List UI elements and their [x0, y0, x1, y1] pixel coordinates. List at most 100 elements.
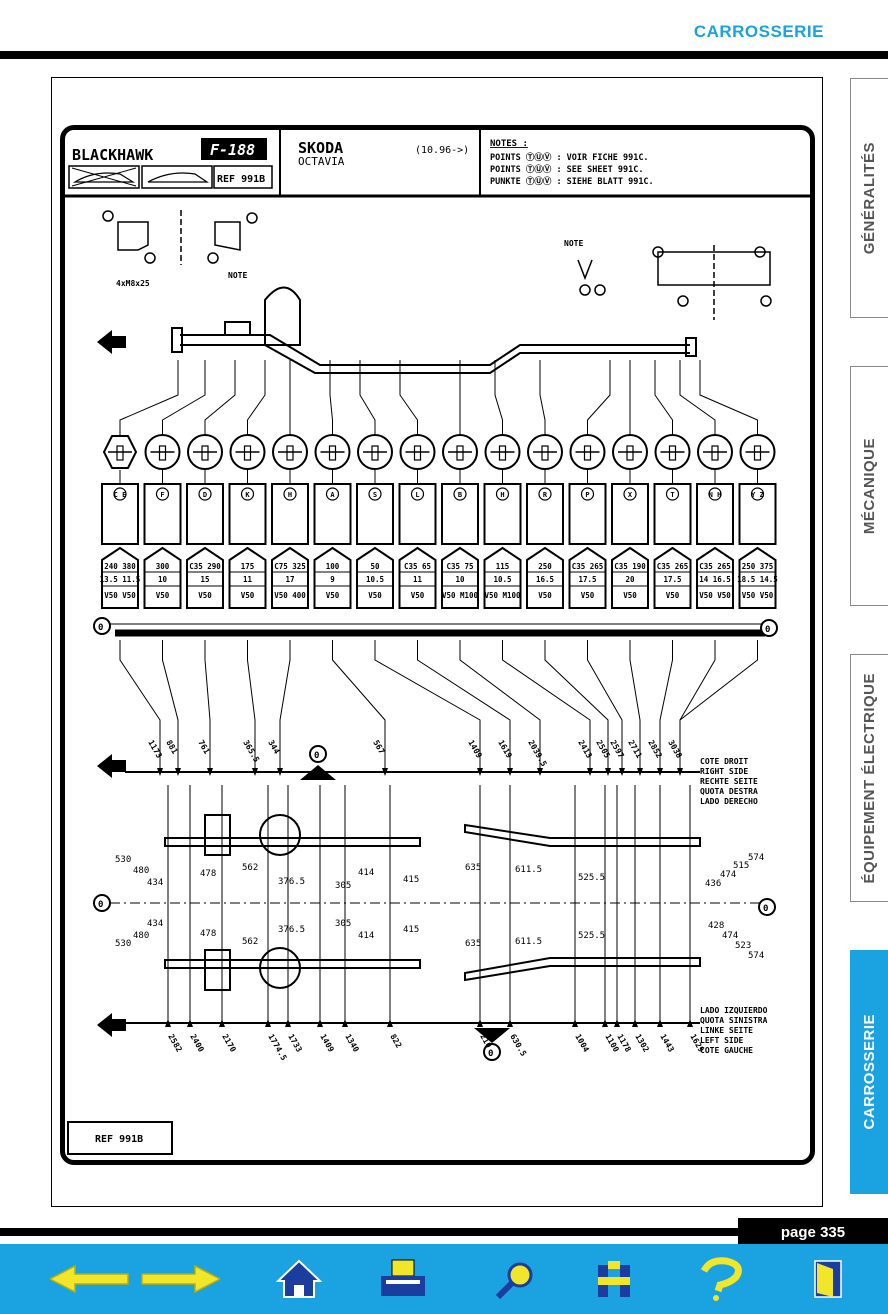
vehicle-make: SKODA — [298, 139, 343, 157]
spec-weight: 11 — [243, 575, 253, 584]
point-box: A — [313, 483, 352, 545]
top-dimension: 1619 — [496, 739, 514, 760]
svg-text:LADO IZQUIERDO: LADO IZQUIERDO — [700, 1006, 768, 1015]
svg-text:0: 0 — [98, 900, 103, 910]
print-button[interactable] — [378, 1254, 428, 1304]
connector-circle — [357, 434, 393, 470]
spec-class: V50 V50 — [699, 591, 731, 600]
back-button[interactable] — [50, 1254, 130, 1304]
svg-text:434: 434 — [147, 878, 163, 888]
arrow-left-icon — [50, 1264, 129, 1294]
svg-text:COTE GAUCHE: COTE GAUCHE — [700, 1046, 753, 1055]
svg-text:474: 474 — [720, 870, 736, 880]
right-side-labels: COTE DROIT RIGHT SIDE RECHTE SEITE QUOTA… — [700, 757, 758, 806]
bolt-label: 4xM8x25 — [116, 279, 150, 288]
note-line-2: POINTS ⓉⓊⓋ : SEE SHEET 991C. — [490, 164, 643, 175]
spec-weight: 17 — [285, 575, 294, 584]
point-box: H — [271, 483, 309, 545]
width-dims-left: 530 480 434 434 480 530 — [115, 855, 163, 949]
spec-load: C35 265 — [572, 562, 604, 571]
spec-load: C35 265 — [657, 562, 689, 571]
connector-circle — [102, 435, 138, 469]
svg-text:0: 0 — [488, 1049, 493, 1059]
spec-class: V50 — [411, 591, 425, 600]
spec-weight: 17.5 — [663, 575, 681, 584]
arrow-right-icon — [141, 1264, 220, 1294]
spec-load: C35 65 — [404, 562, 431, 571]
spec-load: 175 — [241, 562, 255, 571]
connector-circle — [229, 434, 266, 470]
svg-text:RIGHT SIDE: RIGHT SIDE — [700, 767, 748, 776]
spec-load: 250 — [538, 562, 552, 571]
point-label: R — [543, 491, 548, 499]
svg-text:0: 0 — [763, 904, 768, 914]
svg-text:LINKE SEITE: LINKE SEITE — [700, 1026, 753, 1035]
forward-button[interactable] — [140, 1254, 220, 1304]
bracket-drawing — [102, 210, 772, 320]
point-label: Y Z — [751, 491, 764, 499]
svg-text:530: 530 — [115, 855, 131, 865]
vehicle-model: OCTAVIA — [298, 155, 345, 168]
top-dimension: 2413 — [576, 739, 594, 760]
svg-text:478: 478 — [200, 929, 216, 939]
sheet-ref: REF 991B — [217, 174, 265, 185]
connector-circle — [144, 434, 181, 470]
svg-text:REF 991B: REF 991B — [95, 1134, 143, 1145]
tab-carrosserie[interactable]: CARROSSERIE — [850, 950, 888, 1194]
svg-text:376.5: 376.5 — [278, 877, 305, 887]
towbar-side-profile — [171, 286, 697, 374]
connector-circle — [739, 434, 776, 470]
svg-text:523: 523 — [735, 941, 751, 951]
fitting-sheet — [60, 125, 815, 1165]
svg-text:562: 562 — [242, 937, 258, 947]
tab-generalites[interactable]: GÉNÉRALITÉS — [850, 78, 888, 318]
top-dimension: 1409 — [466, 739, 484, 760]
index-button[interactable] — [592, 1254, 638, 1304]
spec-class: V50 — [326, 591, 340, 600]
connector-circle — [314, 434, 351, 470]
brand-name: BLACKHAWK — [72, 146, 153, 164]
spec-load: 300 — [156, 562, 170, 571]
bottom-dimension: 2582 — [166, 1033, 184, 1054]
connector-circle — [187, 434, 223, 470]
top-dimension: 344 — [266, 739, 281, 756]
print-icon — [381, 1259, 425, 1296]
tab-mecanique[interactable]: MÉCANIQUE — [850, 366, 888, 606]
svg-text:415: 415 — [403, 875, 419, 885]
point-box: D — [186, 483, 224, 545]
top-dimension: 2711 — [626, 739, 644, 760]
spec-weight: 13.5 11.5 — [100, 575, 141, 584]
top-dimension: 881 — [164, 739, 179, 756]
svg-text:LEFT SIDE: LEFT SIDE — [700, 1036, 744, 1045]
help-icon — [700, 1257, 742, 1301]
spec-weight: 10.5 — [493, 575, 511, 584]
search-icon — [495, 1262, 533, 1299]
reference-bar: 0 0 — [93, 617, 778, 637]
spec-class: V50 V50 — [104, 591, 136, 600]
home-button[interactable] — [276, 1254, 322, 1304]
spec-class: V50 400 — [274, 591, 306, 600]
svg-text:376.5: 376.5 — [278, 925, 305, 935]
spec-weight: 20 — [625, 575, 635, 584]
svg-text:474: 474 — [722, 931, 738, 941]
tab-equipement-electrique[interactable]: ÉQUIPEMENT ÉLECTRIQUE — [850, 654, 888, 902]
top-dimension: 1173 — [146, 739, 164, 760]
search-button[interactable] — [492, 1254, 538, 1304]
help-button[interactable] — [690, 1254, 750, 1304]
exit-button[interactable] — [808, 1254, 848, 1304]
connector-circle — [272, 434, 308, 470]
top-dimension: 2039.5 — [526, 739, 548, 769]
point-label: T — [670, 491, 674, 499]
svg-text:RECHTE SEITE: RECHTE SEITE — [700, 777, 758, 786]
